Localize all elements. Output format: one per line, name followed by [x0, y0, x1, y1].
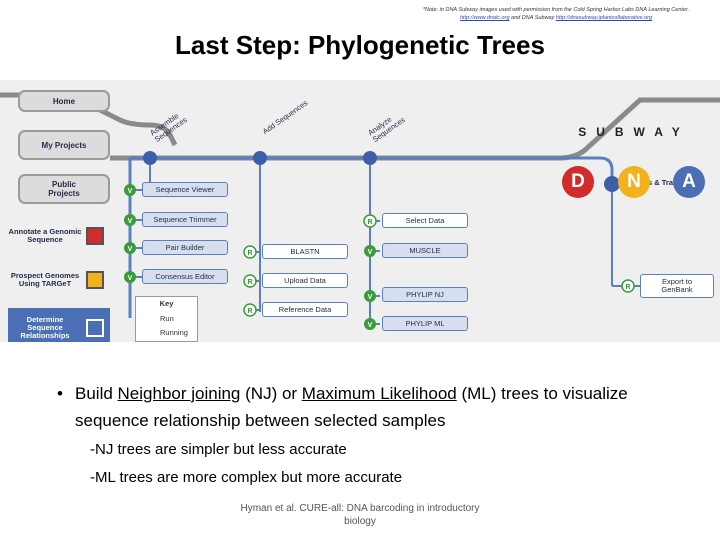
red-line-swatch [86, 227, 104, 245]
muscle-task[interactable]: MUSCLE [382, 243, 468, 258]
subway-map-lines: V V V V R R R R V V V R R R [0, 92, 720, 340]
blastn-task[interactable]: BLASTN [262, 244, 348, 259]
reference-data-task[interactable]: Reference Data [262, 302, 348, 317]
credit-text: *Note: in DNA Subway images used with pe… [422, 7, 690, 13]
annotate-genome-button[interactable]: Annotate a Genomic Sequence [8, 216, 110, 256]
annotate-label: Annotate a Genomic Sequence [8, 227, 82, 244]
image-credit: *Note: in DNA Subway images used with pe… [406, 6, 706, 22]
footer-citation: Hyman et al. CURE-all: DNA barcoding in … [240, 503, 480, 527]
bullet-point: • Build Neighbor joining (NJ) or Maximum… [57, 380, 677, 434]
svg-text:R: R [367, 219, 372, 226]
svg-text:V: V [128, 275, 133, 282]
bullet-dot: • [57, 384, 63, 403]
export-genbank-task[interactable]: Export to GenBank [640, 274, 714, 298]
prospect-label: Prospect Genomes Using TARGeT [10, 271, 80, 288]
yellow-line-swatch [86, 271, 104, 289]
nj-note: -NJ trees are simpler but less accurate [90, 441, 347, 458]
phylip-nj-task[interactable]: PHYLIP NJ [382, 287, 468, 302]
svg-text:V: V [368, 294, 373, 301]
logo-d: D [562, 166, 594, 198]
pair-builder-task[interactable]: Pair Builder [142, 240, 228, 255]
determine-label: Determine Sequence Relationships [20, 315, 70, 340]
my-projects-button[interactable]: My Projects [18, 130, 110, 160]
dnalc-link[interactable]: http://www.dnalc.org [459, 15, 510, 21]
logo-a: A [673, 166, 705, 198]
svg-text:R: R [247, 308, 252, 315]
key-run: Run [160, 314, 174, 323]
browsers-transfer-station[interactable]: Browsers & Transfer [618, 178, 692, 187]
dna-subway-screenshot: V V V V R R R R V V V R R R Home My Proj… [0, 80, 720, 342]
subway-wordmark: SUBWAY [578, 125, 690, 139]
key-running: Running [160, 328, 188, 337]
key-title: Key [159, 299, 174, 308]
maximum-likelihood-term: Maximum Likelihood [301, 384, 457, 403]
svg-text:R: R [247, 279, 252, 286]
logo-n: N [618, 166, 650, 198]
credit-mid: and DNA Subway [511, 15, 555, 21]
public-projects-button[interactable]: Public Projects [18, 174, 110, 204]
home-button[interactable]: Home [18, 90, 110, 112]
svg-text:V: V [368, 322, 373, 329]
slide-title: Last Step: Phylogenetic Trees [175, 30, 545, 60]
sequence-viewer-task[interactable]: Sequence Viewer [142, 182, 228, 197]
svg-text:R: R [247, 250, 252, 257]
determine-relationships-button[interactable]: Determine Sequence Relationships [8, 308, 110, 342]
neighbor-joining-term: Neighbor joining [117, 384, 241, 403]
svg-text:V: V [128, 246, 133, 253]
phylip-ml-task[interactable]: PHYLIP ML [382, 316, 468, 331]
status-key: Key Run Running [135, 296, 198, 342]
sequence-trimmer-task[interactable]: Sequence Trimmer [142, 212, 228, 227]
dnasubway-link[interactable]: http://dnasubway.iplantcollaborative.org [555, 15, 653, 21]
upload-data-task[interactable]: Upload Data [262, 273, 348, 288]
ml-note: -ML trees are more complex but more accu… [90, 469, 403, 486]
svg-text:R: R [625, 284, 630, 291]
select-data-task[interactable]: Select Data [382, 213, 468, 228]
bullet-post: (ML) trees to visualize sequence relatio… [75, 384, 628, 430]
consensus-editor-task[interactable]: Consensus Editor [142, 269, 228, 284]
svg-text:V: V [128, 218, 133, 225]
bullet-mid: (NJ) or [240, 384, 302, 403]
blue-line-swatch [86, 319, 104, 337]
prospect-genomes-button[interactable]: Prospect Genomes Using TARGeT [8, 260, 110, 300]
bullet-pre: Build [75, 384, 118, 403]
svg-text:V: V [128, 188, 133, 195]
svg-text:V: V [368, 249, 373, 256]
